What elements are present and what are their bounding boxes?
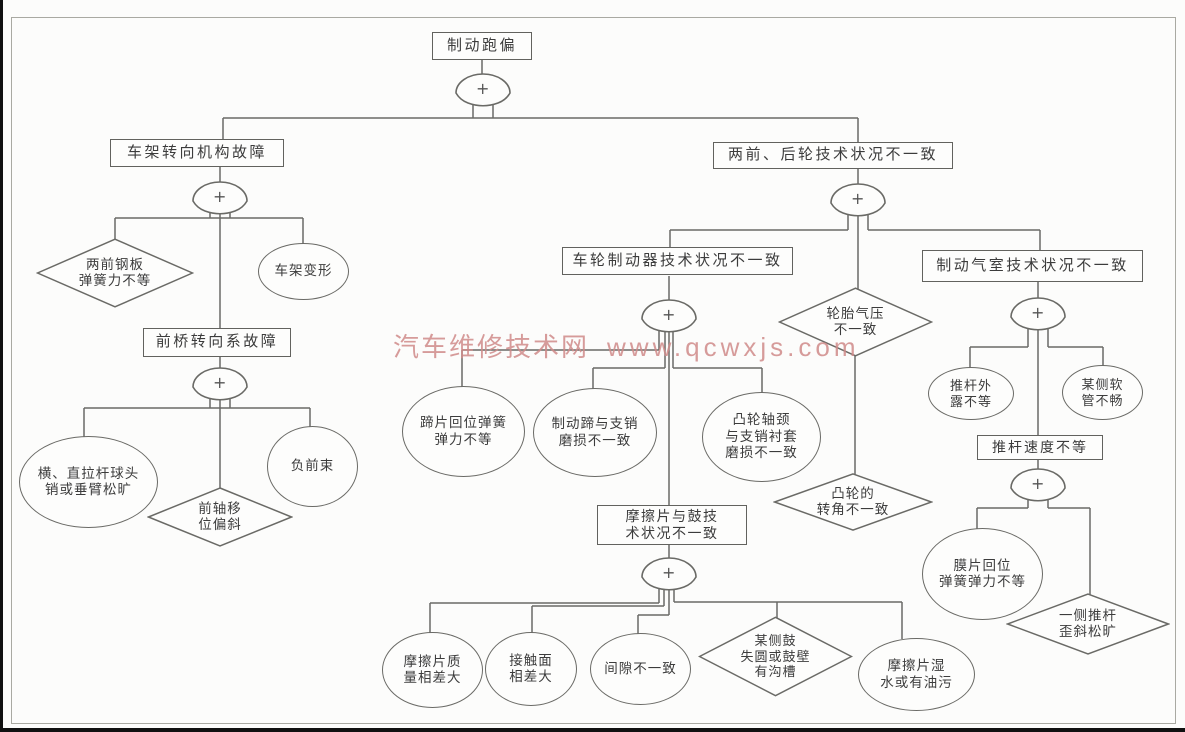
node-tire-pressure: 轮胎气压 不一致 [778, 287, 933, 357]
node-pushrod-exposure: 推杆外 露不等 [928, 367, 1014, 420]
or-gate: + [455, 73, 511, 107]
node-diaphragm-spring: 膜片回位 弹簧弹力不等 [922, 528, 1043, 620]
node-friction-drum-label: 摩擦片与鼓技 术状况不一致 [625, 507, 719, 541]
or-gate-symbol: + [213, 187, 226, 206]
node-contact-surface: 接触面 相差大 [485, 632, 577, 706]
diamond-shape [1006, 593, 1170, 655]
node-friction-drum: 摩擦片与鼓技 术状况不一致 [597, 505, 747, 545]
node-neg-toe-label: 负前束 [290, 458, 335, 474]
node-chamber-label: 制动气室技术状况不一致 [936, 256, 1129, 274]
node-tie-rod: 横、直拉杆球头 销或垂臂松旷 [19, 436, 158, 528]
node-root-label: 制动跑偏 [446, 36, 517, 54]
node-front-axle-steering-label: 前桥转向系故障 [155, 333, 279, 351]
node-tire-pressure-label: 轮胎气压 不一致 [826, 305, 885, 337]
or-gate: + [192, 367, 248, 401]
watermark-site-url: www.qcwxjs.com [607, 332, 860, 362]
scan-edge-left [0, 0, 3, 732]
or-gate: + [830, 183, 886, 217]
node-cam-journal: 凸轮轴颈 与支销衬套 磨损不一致 [702, 392, 821, 482]
node-drum-oval: 某侧鼓 失圆或鼓壁 有沟槽 [698, 616, 853, 697]
node-shoe-spring-label: 蹄片回位弹簧 弹力不等 [420, 415, 507, 447]
node-pushrod-speed: 推杆速度不等 [977, 435, 1103, 460]
node-axle-shift-label: 前轴移 位偏斜 [198, 500, 242, 532]
or-gate-symbol: + [476, 79, 489, 98]
node-contact-surface-label: 接触面 相差大 [509, 652, 553, 684]
node-drum-oval-label: 某侧鼓 失圆或鼓壁 有沟槽 [740, 632, 811, 680]
watermark: 汽车维修技术网 www.qcwxjs.com [393, 327, 860, 364]
node-frame-steering: 车架转向机构故障 [110, 139, 284, 167]
or-gate-symbol: + [851, 189, 864, 208]
node-diaphragm-spring-label: 膜片回位 弹簧弹力不等 [939, 557, 1026, 589]
connector-lines [83, 60, 1104, 639]
node-wheels-condition-label: 两前、后轮技术状况不一致 [727, 146, 938, 164]
node-chamber: 制动气室技术状况不一致 [922, 250, 1143, 282]
node-pushrod-skew-label: 一侧推杆 歪斜松旷 [1059, 607, 1117, 639]
or-gate-symbol: + [1031, 474, 1044, 493]
node-wheel-brake-label: 车轮制动器技术状况不一致 [572, 251, 783, 269]
node-axle-shift: 前轴移 位偏斜 [147, 487, 293, 547]
or-gate: + [641, 299, 697, 333]
or-gate-symbol: + [1031, 303, 1044, 322]
or-gate-symbol: + [662, 305, 675, 324]
node-root: 制动跑偏 [432, 32, 532, 60]
node-clearance: 间隙不一致 [590, 633, 691, 705]
node-leaf-spring: 两前钢板 弹簧力不等 [36, 238, 194, 308]
node-wheel-brake: 车轮制动器技术状况不一致 [562, 247, 793, 275]
node-frame-deform-label: 车架变形 [274, 263, 333, 279]
or-gate: + [641, 557, 697, 591]
node-frame-deform: 车架变形 [258, 243, 349, 300]
watermark-site-name: 汽车维修技术网 [393, 332, 590, 362]
node-pushrod-exposure-label: 推杆外 露不等 [949, 377, 992, 409]
or-gate-symbol: + [662, 563, 675, 582]
node-neg-toe: 负前束 [267, 426, 358, 507]
node-clearance-label: 间隙不一致 [604, 660, 677, 676]
node-cam-angle: 凸轮的 转角不一致 [773, 473, 933, 531]
or-gates: + + + + + + + + [192, 73, 1066, 591]
node-cam-angle-label: 凸轮的 转角不一致 [816, 485, 890, 517]
or-gate: + [192, 181, 248, 215]
node-friction-quality-label: 摩擦片质 量相差大 [403, 653, 462, 685]
node-hose-label: 某侧软 管不畅 [1081, 376, 1124, 408]
node-hose: 某侧软 管不畅 [1062, 365, 1143, 420]
node-front-axle-steering: 前桥转向系故障 [143, 328, 291, 357]
node-shoe-spring: 蹄片回位弹簧 弹力不等 [402, 386, 525, 477]
diamond-shape [36, 238, 194, 308]
node-pushrod-skew: 一侧推杆 歪斜松旷 [1006, 593, 1170, 655]
diamond-shape [698, 616, 853, 697]
node-frame-steering-label: 车架转向机构故障 [126, 143, 267, 161]
diamond-shape [147, 487, 293, 547]
node-friction-wet: 摩擦片湿 水或有油污 [858, 638, 975, 711]
node-cam-journal-label: 凸轮轴颈 与支销衬套 磨损不一致 [725, 412, 798, 461]
node-pushrod-speed-label: 推杆速度不等 [992, 438, 1088, 455]
node-shoe-pin-wear: 制动蹄与支销 磨损不一致 [533, 388, 657, 477]
scan-edge-bottom [0, 728, 1185, 732]
node-wheels-condition: 两前、后轮技术状况不一致 [713, 142, 953, 169]
diamond-shape [778, 287, 933, 357]
node-friction-quality: 摩擦片质 量相差大 [382, 632, 483, 708]
node-friction-wet-label: 摩擦片湿 水或有油污 [880, 658, 953, 690]
node-shoe-pin-wear-label: 制动蹄与支销 磨损不一致 [551, 416, 639, 448]
node-tie-rod-label: 横、直拉杆球头 销或垂臂松旷 [37, 465, 140, 497]
node-leaf-spring-label: 两前钢板 弹簧力不等 [78, 256, 152, 288]
or-gate-symbol: + [213, 373, 226, 392]
or-gate: + [1010, 297, 1066, 331]
or-gate: + [1010, 468, 1066, 502]
diamond-shape [773, 473, 933, 531]
